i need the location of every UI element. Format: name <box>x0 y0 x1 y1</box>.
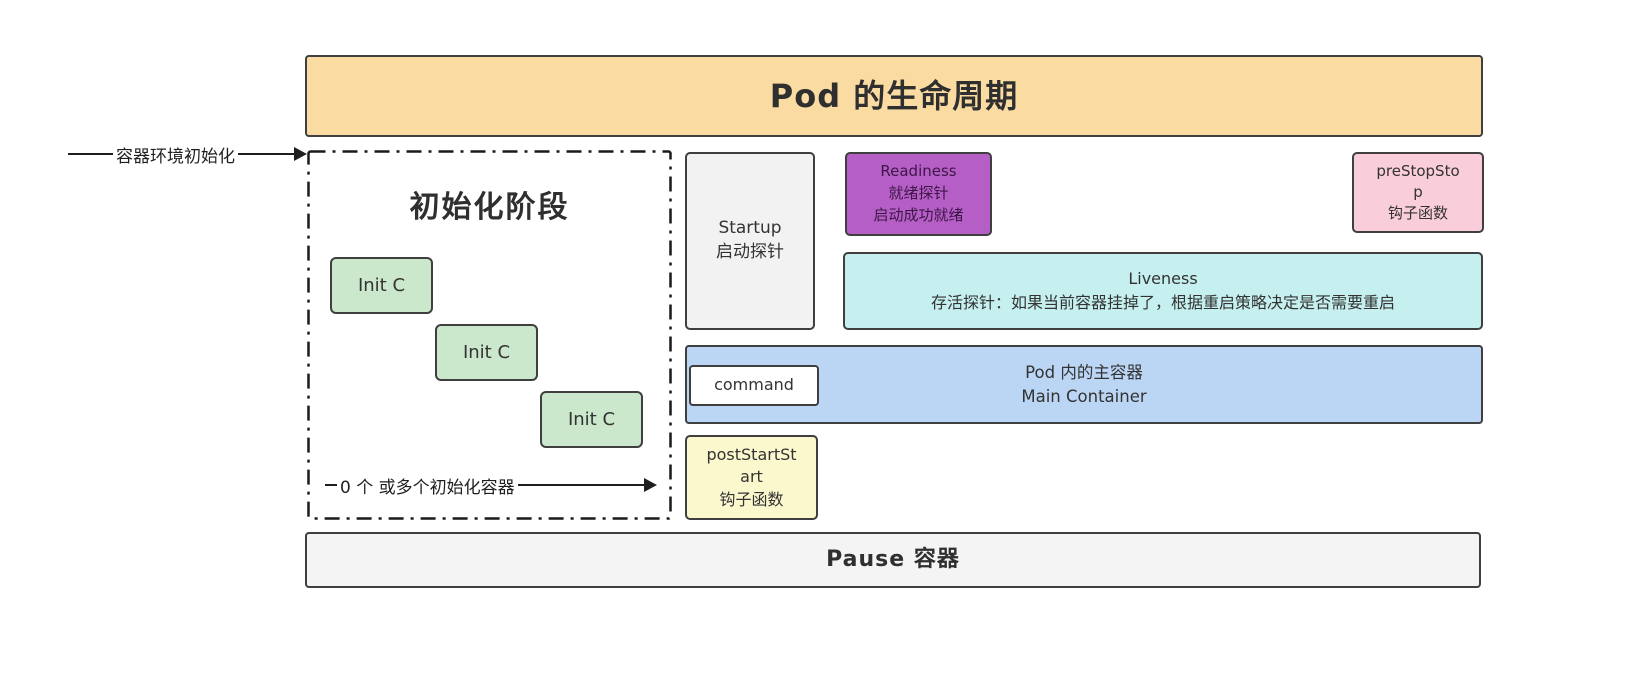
env-init-label: 容器环境初始化 <box>116 146 235 167</box>
poststart-hook-line2: art <box>740 467 763 487</box>
main-container-label-line2: Main Container <box>1021 386 1147 406</box>
readiness-probe-box: Readiness 就绪探针 启动成功就绪 <box>845 152 992 236</box>
liveness-probe-line1: Liveness <box>1128 269 1198 288</box>
liveness-probe-line2: 存活探针：如果当前容器挂掉了，根据重启策略决定是否需要重启 <box>930 293 1395 312</box>
prestop-hook-line3: 钩子函数 <box>1387 204 1448 222</box>
command-box: command <box>689 365 819 406</box>
env-init-arrow: 容器环境初始化 <box>68 143 307 167</box>
init-container-3: Init C <box>540 391 643 448</box>
prestop-hook-line2: p <box>1413 183 1423 201</box>
arrow-line <box>68 153 113 155</box>
init-count-label: 0 个 或多个初始化容器 <box>340 477 515 498</box>
init-container-label: Init C <box>357 274 406 296</box>
poststart-hook-line1: postStartSt <box>706 444 797 464</box>
startup-probe-box: Startup 启动探针 <box>685 152 815 330</box>
arrow-line <box>517 484 644 486</box>
main-container-row: Pod 内的主容器 Main Container command <box>685 345 1483 424</box>
arrow-line <box>325 484 337 486</box>
arrow-line <box>238 153 294 155</box>
init-phase-title: 初始化阶段 <box>409 190 570 225</box>
poststart-hook-line3: 钩子函数 <box>719 489 784 509</box>
startup-probe-line2: 启动探针 <box>716 242 784 262</box>
pause-container-bar: Pause 容器 <box>305 532 1481 588</box>
prestop-hook-box: preStopSto p 钩子函数 <box>1352 152 1484 233</box>
readiness-probe-line3: 启动成功就绪 <box>873 205 964 224</box>
init-container-1: Init C <box>330 257 433 314</box>
pause-container-label: Pause 容器 <box>826 546 960 572</box>
pod-lifecycle-title-box: Pod 的生命周期 <box>305 55 1483 137</box>
arrow-head-icon <box>294 147 307 161</box>
init-phase-box: 初始化阶段 Init C Init C Init C 0 个 或多个初始化容器 <box>307 150 672 520</box>
pod-lifecycle-title: Pod 的生命周期 <box>769 76 1019 115</box>
readiness-probe-line1: Readiness <box>880 162 957 181</box>
readiness-probe-line2: 就绪探针 <box>888 184 949 203</box>
main-container-label-line1: Pod 内的主容器 <box>1025 362 1143 382</box>
arrow-head-icon <box>644 478 657 492</box>
init-phase-dashdot-border <box>307 150 672 520</box>
init-container-2: Init C <box>435 324 538 381</box>
init-container-label: Init C <box>567 408 616 430</box>
init-container-label: Init C <box>462 341 511 363</box>
startup-probe-line1: Startup <box>718 218 782 239</box>
init-count-arrow: 0 个 或多个初始化容器 <box>325 474 657 498</box>
command-label: command <box>714 375 794 395</box>
liveness-probe-box: Liveness 存活探针：如果当前容器挂掉了，根据重启策略决定是否需要重启 <box>843 252 1483 330</box>
prestop-hook-line1: preStopSto <box>1376 162 1460 180</box>
poststart-hook-box: postStartSt art 钩子函数 <box>685 435 818 520</box>
